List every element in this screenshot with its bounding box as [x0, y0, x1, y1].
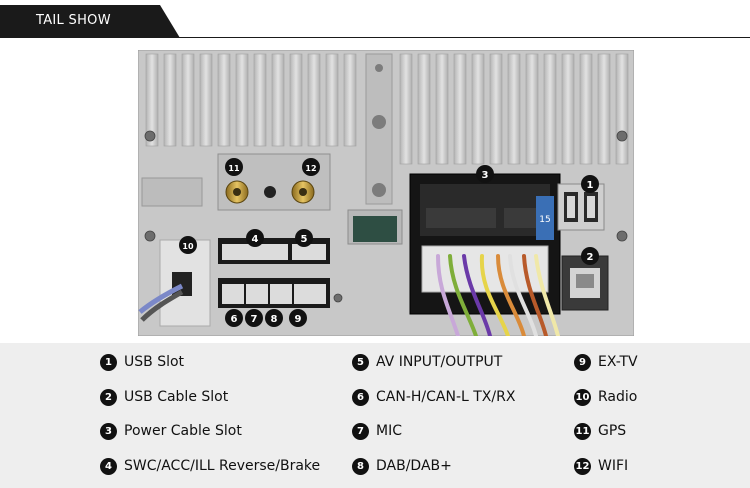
legend-number-badge: 1: [100, 353, 117, 371]
power-connector: 15: [409, 173, 561, 315]
marker-6: 6: [231, 314, 238, 325]
marker-10: 10: [182, 242, 194, 251]
header-rule: [0, 37, 750, 38]
radio-connector: [138, 239, 211, 327]
legend-item-gps: 11 GPS: [574, 420, 626, 442]
legend-label: AV INPUT/OUTPUT: [376, 354, 503, 370]
legend-number-badge: 5: [352, 353, 369, 371]
legend-label: MIC: [376, 423, 402, 439]
legend-label: CAN-H/CAN-L TX/RX: [376, 389, 516, 405]
usb-slot: [557, 183, 605, 231]
legend-item-usb-slot: 1 USB Slot: [100, 351, 184, 373]
header-title: TAIL SHOW: [36, 13, 111, 28]
connectors-6-9: [218, 278, 330, 308]
marker-7: 7: [251, 314, 258, 325]
legend-label: Radio: [598, 389, 638, 405]
usb-cable-slot: [561, 255, 609, 311]
marker-4: 4: [252, 234, 259, 245]
legend-number-badge: 4: [100, 457, 117, 475]
legend-item-ex-tv: 9 EX-TV: [574, 351, 638, 373]
legend-number-badge: 6: [352, 388, 369, 406]
marker-5: 5: [301, 234, 308, 245]
legend-label: USB Slot: [124, 354, 185, 370]
legend-label: EX-TV: [598, 354, 638, 370]
marker-7-icon: [245, 309, 263, 327]
fuse: [536, 196, 554, 240]
marker-11: 11: [228, 164, 240, 173]
legend-item-swc-acc: 4 SWC/ACC/ILL Reverse/Brake: [100, 455, 320, 477]
legend-item-wifi: 12 WIFI: [574, 455, 628, 477]
marker-9-icon: [289, 309, 307, 327]
green-window: [353, 216, 397, 242]
legend-number-badge: 3: [100, 422, 117, 440]
legend-label: WIFI: [598, 458, 629, 474]
legend-number-badge: 12: [574, 457, 591, 475]
legend-label: DAB/DAB+: [376, 458, 452, 474]
marker-5-icon: [295, 229, 313, 247]
legend-item-power-cable-slot: 3 Power Cable Slot: [100, 420, 242, 442]
marker-1: 1: [587, 180, 594, 191]
marker-2: 2: [587, 252, 594, 263]
marker-12-icon: [302, 158, 320, 176]
legend-number-badge: 8: [352, 457, 369, 475]
legend-number-badge: 9: [574, 353, 591, 371]
header-tab: [0, 5, 180, 38]
head-unit-rear-panel: 15: [138, 50, 634, 336]
marker-6-icon: [225, 309, 243, 327]
legend-item-usb-cable-slot: 2 USB Cable Slot: [100, 386, 228, 408]
legend-number-badge: 10: [574, 388, 591, 406]
fuse-label: 15: [539, 215, 550, 225]
marker-8: 8: [271, 314, 278, 325]
legend-item-radio: 10 Radio: [574, 386, 637, 408]
marker-10-icon: [179, 236, 197, 254]
legend-item-mic: 7 MIC: [352, 420, 402, 442]
marker-8-icon: [265, 309, 283, 327]
marker-3: 3: [482, 170, 489, 181]
marker-4-icon: [246, 229, 264, 247]
legend-label: SWC/ACC/ILL Reverse/Brake: [124, 458, 321, 474]
legend-label: Power Cable Slot: [124, 423, 242, 439]
legend-item-dab: 8 DAB/DAB+: [352, 455, 452, 477]
legend-item-av-io: 5 AV INPUT/OUTPUT: [352, 351, 502, 373]
legend-number-badge: 11: [574, 422, 591, 440]
power-wires: [436, 254, 560, 336]
marker-3-icon: [476, 165, 494, 183]
legend-item-can: 6 CAN-H/CAN-L TX/RX: [352, 386, 515, 408]
marker-9: 9: [295, 314, 302, 325]
marker-1-icon: [581, 175, 599, 193]
marker-2-icon: [581, 247, 599, 265]
heat-sink-fins: [145, 53, 629, 205]
left-recess: [141, 177, 203, 207]
page-header: TAIL SHOW: [0, 0, 750, 40]
legend-number-badge: 2: [100, 388, 117, 406]
connectors-4-5: [218, 238, 330, 264]
legend-label: USB Cable Slot: [124, 389, 229, 405]
legend-label: GPS: [598, 423, 627, 439]
marker-12: 12: [305, 164, 316, 173]
marker-11-icon: [225, 158, 243, 176]
legend-panel: 1 USB Slot 2 USB Cable Slot 3 Power Cabl…: [0, 343, 750, 488]
legend-number-badge: 7: [352, 422, 369, 440]
